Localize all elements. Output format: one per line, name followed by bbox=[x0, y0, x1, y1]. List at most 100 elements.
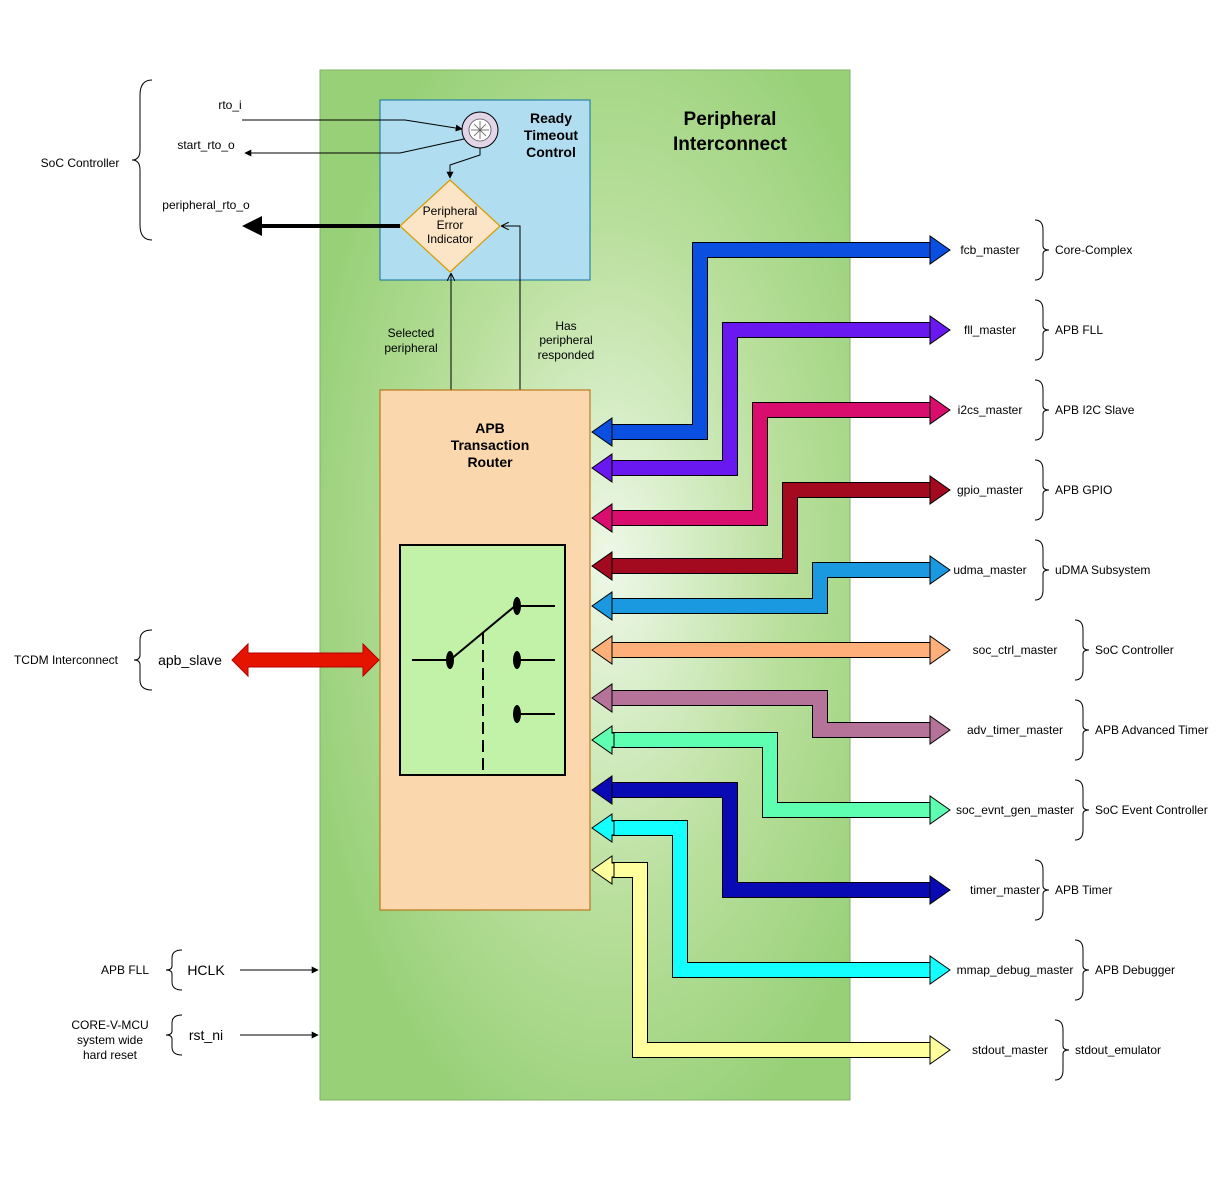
rto-title-line2: Timeout bbox=[524, 127, 579, 143]
apb-slave-bus-arrow bbox=[231, 642, 380, 678]
bus-head-right bbox=[929, 635, 951, 665]
bus-band bbox=[612, 863, 930, 1057]
target-brace bbox=[1034, 299, 1050, 361]
bus-head-right bbox=[929, 795, 951, 825]
bus-band bbox=[612, 563, 930, 613]
master-signal-label: udma_master bbox=[953, 563, 1026, 577]
bus-head-left bbox=[591, 453, 613, 483]
target-brace bbox=[1074, 699, 1090, 761]
master-target-label: uDMA Subsystem bbox=[1055, 563, 1150, 577]
bus-head-left bbox=[591, 417, 613, 447]
master-signal-label: stdout_master bbox=[972, 1043, 1048, 1057]
responded-label-line1: Has bbox=[555, 319, 576, 333]
bus-mmap-debug-master: mmap_debug_master APB Debugger bbox=[591, 813, 1175, 1001]
tcdm-interconnect-label: TCDM Interconnect bbox=[14, 653, 119, 667]
selected-label-line1: Selected bbox=[388, 326, 435, 340]
master-target-label: Core-Complex bbox=[1055, 243, 1132, 257]
target-brace bbox=[1034, 859, 1050, 921]
bus-band bbox=[612, 323, 930, 475]
timer-to-indicator-arrow bbox=[446, 148, 481, 179]
bus-timer-master: timer_master APB Timer bbox=[591, 775, 1112, 921]
peripheral-error-indicator bbox=[399, 179, 501, 273]
bus-soc-ctrl-master: soc_ctrl_master SoC Controller bbox=[591, 619, 1174, 681]
responded-label-line3: responded bbox=[538, 348, 595, 362]
rto-title-line1: Ready bbox=[530, 110, 572, 126]
master-target-label: APB FLL bbox=[1055, 323, 1103, 337]
bus-head-right bbox=[929, 1035, 951, 1065]
reset-group-line3: hard reset bbox=[83, 1048, 138, 1062]
bus-head-right bbox=[929, 955, 951, 985]
bus-soc-evnt-gen-master: soc_evnt_gen_master SoC Event Controller bbox=[591, 725, 1208, 841]
bus-fcb-master: fcb_master Core-Complex bbox=[591, 219, 1132, 447]
indicator-line2: Error bbox=[437, 218, 464, 232]
bus-band bbox=[612, 483, 930, 573]
bus-head-right bbox=[929, 555, 951, 585]
master-target-label: APB I2C Slave bbox=[1055, 403, 1135, 417]
bus-head-right bbox=[929, 875, 951, 905]
start-rto-o-label: start_rto_o bbox=[177, 138, 235, 152]
reset-brace bbox=[165, 1014, 183, 1056]
bus-band bbox=[612, 243, 930, 439]
rst-ni-label: rst_ni bbox=[189, 1027, 223, 1043]
start-rto-o-arrow bbox=[244, 138, 465, 157]
master-target-label: SoC Controller bbox=[1095, 643, 1174, 657]
bus-band bbox=[612, 783, 930, 897]
interconnect-title-line1: Peripheral bbox=[684, 109, 777, 130]
bus-udma-master: udma_master uDMA Subsystem bbox=[591, 539, 1150, 621]
master-signal-label: soc_ctrl_master bbox=[973, 643, 1058, 657]
master-signal-label: gpio_master bbox=[957, 483, 1023, 497]
master-signal-label: soc_evnt_gen_master bbox=[956, 803, 1074, 817]
master-target-label: SoC Event Controller bbox=[1095, 803, 1208, 817]
bus-band bbox=[612, 821, 930, 977]
target-brace bbox=[1034, 219, 1050, 281]
peripheral-rto-o-label: peripheral_rto_o bbox=[162, 198, 250, 212]
bus-band bbox=[612, 403, 930, 525]
has-responded-arrow bbox=[502, 226, 521, 390]
bus-head-left bbox=[591, 503, 613, 533]
router-title-line1: APB bbox=[475, 420, 505, 436]
router-title-line2: Transaction bbox=[451, 437, 530, 453]
bus-head-left bbox=[591, 775, 613, 805]
master-target-label: APB Advanced Timer bbox=[1095, 723, 1208, 737]
rto-title-line3: Control bbox=[526, 144, 576, 160]
bus-head-left bbox=[591, 725, 615, 755]
bus-head-left bbox=[591, 683, 613, 713]
apb-fll-label: APB FLL bbox=[101, 963, 149, 977]
master-signal-label: fcb_master bbox=[960, 243, 1019, 257]
bus-stdout-master: stdout_master stdout_emulator bbox=[591, 855, 1161, 1081]
apb-slave-label: apb_slave bbox=[158, 652, 222, 668]
master-signal-label: mmap_debug_master bbox=[957, 963, 1074, 977]
master-signal-label: adv_timer_master bbox=[967, 723, 1063, 737]
soc-controller-brace bbox=[131, 79, 153, 241]
bus-head-left bbox=[591, 591, 613, 621]
target-brace bbox=[1074, 619, 1090, 681]
bus-head-right bbox=[929, 715, 951, 745]
bus-head-left bbox=[591, 855, 615, 885]
bus-i2cs-master: i2cs_master APB I2C Slave bbox=[591, 379, 1135, 533]
interconnect-title-line2: Interconnect bbox=[673, 134, 788, 155]
target-brace bbox=[1034, 379, 1050, 441]
soc-controller-label: SoC Controller bbox=[41, 156, 120, 170]
bus-head-left bbox=[591, 635, 613, 665]
target-brace bbox=[1034, 539, 1050, 601]
master-signal-label: i2cs_master bbox=[958, 403, 1023, 417]
master-buses: fcb_master Core-Complex fll_master APB FLL i… bbox=[591, 219, 1208, 1081]
hclk-label: HCLK bbox=[187, 962, 225, 978]
master-target-label: stdout_emulator bbox=[1075, 1043, 1161, 1057]
reset-group-line2: system wide bbox=[77, 1033, 143, 1047]
master-target-label: APB Debugger bbox=[1095, 963, 1175, 977]
master-signal-label: timer_master bbox=[970, 883, 1040, 897]
master-signal-label: fll_master bbox=[964, 323, 1016, 337]
master-target-label: APB Timer bbox=[1055, 883, 1112, 897]
rto-i-label: rto_i bbox=[218, 98, 241, 112]
bus-head-right bbox=[929, 235, 951, 265]
selected-label-line2: peripheral bbox=[384, 341, 437, 355]
indicator-line1: Peripheral bbox=[423, 204, 478, 218]
bus-gpio-master: gpio_master APB GPIO bbox=[591, 459, 1112, 581]
bus-adv-timer-master: adv_timer_master APB Advanced Timer bbox=[591, 683, 1208, 761]
master-target-label: APB GPIO bbox=[1055, 483, 1112, 497]
rto-i-arrow bbox=[242, 119, 463, 132]
bus-head-left bbox=[591, 551, 613, 581]
target-brace bbox=[1074, 939, 1090, 1001]
